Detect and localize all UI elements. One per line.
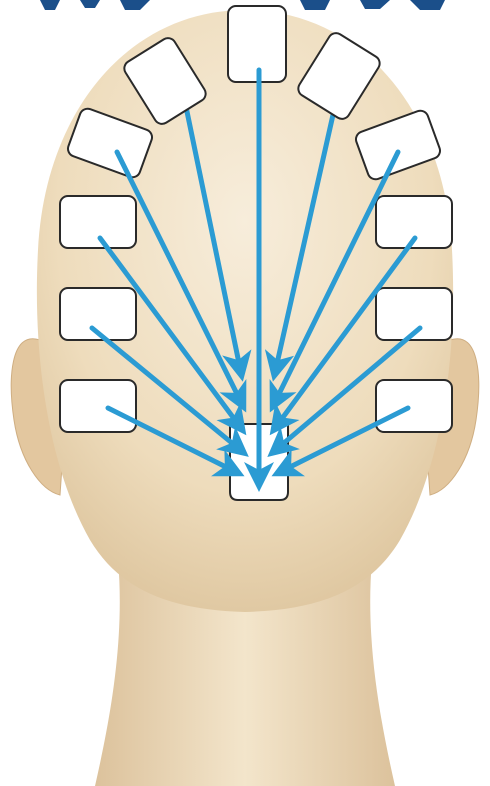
electrode-pad-mid-left-1 — [60, 196, 136, 248]
electrode-pad-low-left — [60, 380, 136, 432]
electrode-pad-low-right — [376, 380, 452, 432]
